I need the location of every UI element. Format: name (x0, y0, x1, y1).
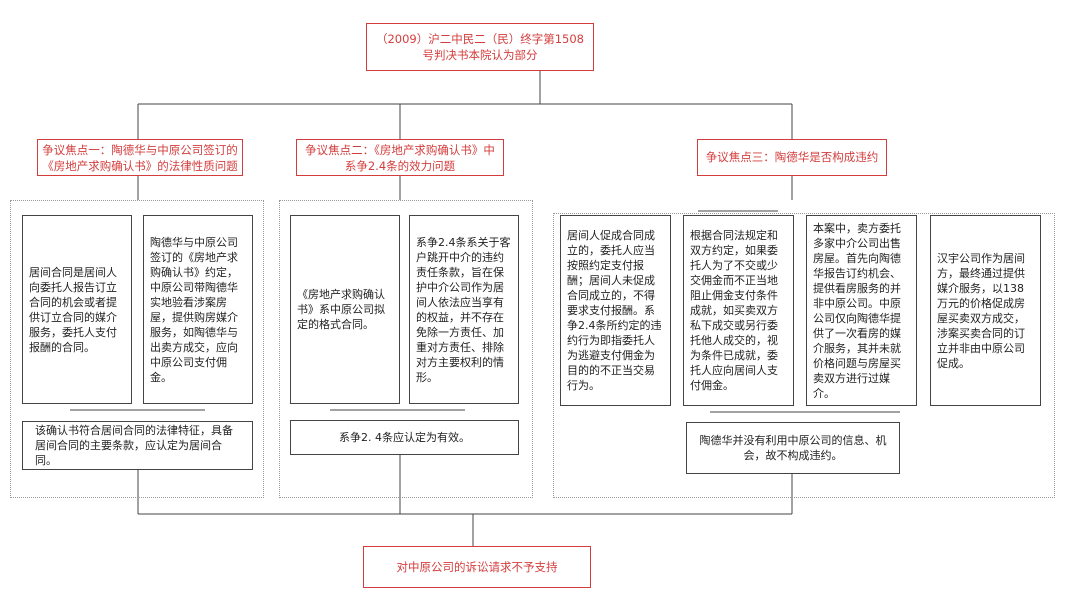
focus-two-premise-text: 《房地产求购确认书》系中原公司拟定的格式合同。 (297, 288, 385, 331)
focus-one-premise-box: 居间合同是居间人向委托人报告订立合同的机会或者提供订立合同的媒介服务，委托人支付… (22, 215, 132, 404)
focus-three-rule-box: 居间人促成合同成立的，委托人应当按照约定支付报酬；居间人未促成合同成立的，不得要… (560, 215, 671, 406)
focus-three-title-text: 争议焦点三：陶德华是否构成违约 (705, 150, 879, 164)
focus-three-law-text: 根据合同法规定和双方约定，如果委托人为了不交或少交佣金而不正当地阻止佣金支付条件… (690, 229, 778, 392)
focus-one-title-text: 争议焦点一：陶德华与中原公司签订的《房地产求购确认书》的法律性质问题 (42, 142, 238, 173)
focus-one-group (10, 200, 264, 498)
focus-two-title-text: 争议焦点二：《房地产求购确认书》中系争2.4条的效力问题 (305, 142, 495, 173)
focus-one-premise-text: 居间合同是居间人向委托人报告订立合同的机会或者提供订立合同的媒介服务，委托人支付… (29, 265, 117, 354)
focus-two-premise-box: 《房地产求购确认书》系中原公司拟定的格式合同。 (290, 215, 400, 404)
focus-one-conclusion-box: 该确认书符合居间合同的法律特征，具备居间合同的主要条款，应认定为居间合同。 (22, 421, 253, 470)
focus-one-fact-box: 陶德华与中原公司签订的《房地产求购确认书》约定，中原公司带陶德华实地验看涉案房屋… (143, 215, 253, 404)
focus-three-hanyu-box: 汉宇公司作为居间方，最终通过提供媒介服务，以138万元的价格促成房屋买卖双方成交… (930, 215, 1041, 406)
final-ruling-text: 对中原公司的诉讼请求不予支持 (396, 559, 558, 574)
focus-one-title: 争议焦点一：陶德华与中原公司签订的《房地产求购确认书》的法律性质问题 (37, 139, 243, 176)
focus-two-title: 争议焦点二：《房地产求购确认书》中系争2.4条的效力问题 (296, 139, 504, 176)
focus-three-law-box: 根据合同法规定和双方约定，如果委托人为了不交或少交佣金而不正当地阻止佣金支付条件… (683, 215, 794, 406)
focus-two-group (279, 200, 533, 498)
focus-two-fact-box: 系争2.4条系关于客户跳开中介的违约责任条款，旨在保护中介公司作为居间人依法应当… (409, 215, 519, 404)
focus-two-conclusion-box: 系争2. 4条应认定为有效。 (290, 420, 519, 455)
judgment-title-text: （2009）沪二中民二（民）终字第1508号判决书本院认为部分 (375, 32, 585, 62)
focus-three-case-box: 本案中，卖方委托多家中介公司出售房屋。首先向陶德华报告订约机会、提供看房服务的并… (806, 215, 917, 406)
focus-three-conclusion-text: 陶德华并没有利用中原公司的信息、机会，故不构成违约。 (699, 434, 887, 462)
focus-three-conclusion-box: 陶德华并没有利用中原公司的信息、机会，故不构成违约。 (686, 422, 900, 474)
focus-one-conclusion-text: 该确认书符合居间合同的法律特征，具备居间合同的主要条款，应认定为居间合同。 (35, 424, 233, 467)
focus-three-rule-text: 居间人促成合同成立的，委托人应当按照约定支付报酬；居间人未促成合同成立的，不得要… (567, 229, 662, 392)
focus-one-fact-text: 陶德华与中原公司签订的《房地产求购确认书》约定，中原公司带陶德华实地验看涉案房屋… (150, 235, 238, 384)
focus-two-fact-text: 系争2.4条系关于客户跳开中介的违约责任条款，旨在保护中介公司作为居间人依法应当… (416, 235, 511, 384)
focus-three-group (553, 213, 1055, 498)
final-ruling: 对中原公司的诉讼请求不予支持 (363, 546, 591, 588)
focus-two-conclusion-text: 系争2. 4条应认定为有效。 (339, 431, 470, 444)
focus-three-case-text: 本案中，卖方委托多家中介公司出售房屋。首先向陶德华报告订约机会、提供看房服务的并… (813, 221, 901, 400)
focus-three-hanyu-text: 汉宇公司作为居间方，最终通过提供媒介服务，以138万元的价格促成房屋买卖双方成交… (937, 251, 1025, 370)
judgment-title: （2009）沪二中民二（民）终字第1508号判决书本院认为部分 (366, 23, 594, 71)
focus-three-title: 争议焦点三：陶德华是否构成违约 (697, 139, 887, 176)
